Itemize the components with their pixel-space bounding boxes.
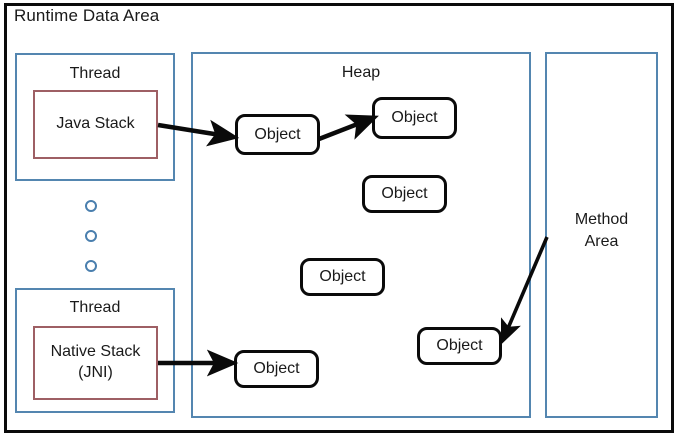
region-method-area: Method Area: [545, 52, 658, 418]
java-stack-label: Java Stack: [56, 115, 135, 133]
region-method-area-label: Method Area: [574, 211, 629, 250]
java-stack-box: Java Stack: [33, 90, 158, 159]
object-box-2: Object: [372, 97, 457, 139]
object-box-6-label: Object: [436, 337, 483, 354]
native-stack-label-line1: Native Stack: [50, 343, 141, 361]
object-box-2-label: Object: [391, 109, 438, 126]
object-box-3-label: Object: [381, 185, 428, 202]
object-box-6: Object: [417, 327, 502, 365]
region-heap-label: Heap: [341, 64, 381, 81]
object-box-5: Object: [234, 350, 319, 388]
object-box-5-label: Object: [253, 360, 300, 377]
region-thread-bottom-label: Thread: [69, 299, 121, 316]
object-box-4: Object: [300, 258, 385, 296]
ellipsis-circle-2: [85, 230, 97, 242]
object-box-1: Object: [235, 114, 320, 155]
object-box-4-label: Object: [319, 268, 366, 285]
ellipsis-circle-1: [85, 200, 97, 212]
object-box-3: Object: [362, 175, 447, 213]
native-stack-box: Native Stack (JNI): [33, 326, 158, 400]
native-stack-label-line2: (JNI): [78, 364, 113, 381]
object-box-1-label: Object: [254, 125, 301, 143]
region-thread-top-label: Thread: [69, 65, 121, 82]
page-title: Runtime Data Area: [14, 6, 160, 25]
ellipsis-circle-3: [85, 260, 97, 272]
